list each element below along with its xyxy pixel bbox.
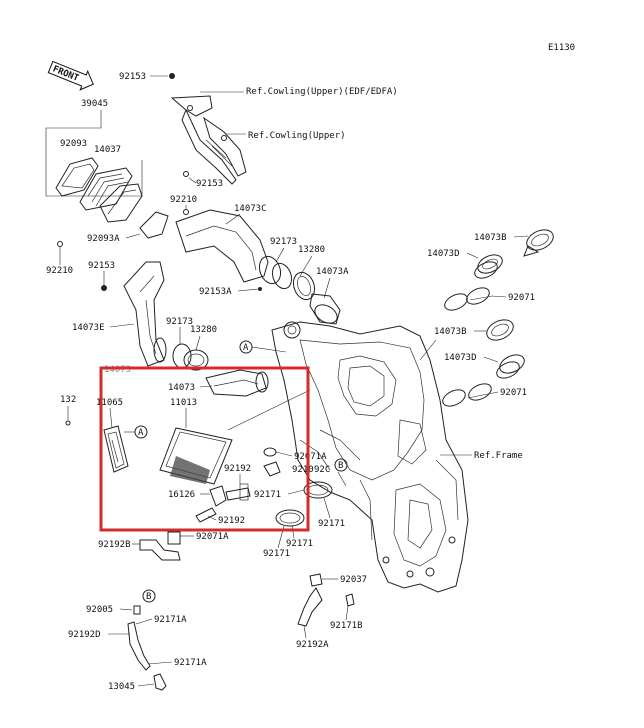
ref-cowling-upper-edf: Ref.Cowling(Upper)(EDF/EDFA) [246,87,398,97]
part-label: 92071 [508,293,535,303]
left-duct-14073e [123,261,209,371]
part-label: 92192 [224,464,251,474]
part-label: 92171 [254,490,281,500]
part-label-faded: 14073 [104,365,131,375]
upper-duct-14073c [175,209,341,325]
part-label: 92005 [86,605,113,615]
air-filter-11013 [159,427,233,485]
part-label: 14073E [72,323,105,333]
inlet-duct-14073 [205,369,269,397]
duct-inlet-92093a [99,183,169,239]
part-label: 92192 [218,516,245,526]
small-hose-92192d [127,605,167,691]
part-label: 92210 [46,266,73,276]
part-label: 92192D [68,630,101,640]
part-label: 92171 [263,549,290,559]
part-label: 14037 [94,145,121,155]
part-label: 92071 [500,388,527,398]
part-label: 92C [314,465,330,475]
filter-seal-11065 [103,425,129,473]
part-label: 13280 [298,245,325,255]
part-label: 14073A [316,267,349,277]
part-label: 14073D [444,353,477,363]
front-arrow-icon: FRONT [47,60,94,91]
part-label: 92071A [294,452,327,462]
ref-frame: Ref.Frame [474,451,523,461]
callout-b-right [334,458,348,472]
highlight-box [99,366,310,532]
duct-cover [55,157,133,211]
part-label: 11013 [170,398,197,408]
part-label: 92171A [154,615,187,625]
part-label: 92173 [270,237,297,247]
part-label: 92171 [318,519,345,529]
intake-rings-upper [444,229,554,311]
part-label: 92171 [286,539,313,549]
part-label: 92153A [199,287,232,297]
part-label: 92071A [196,532,229,542]
part-label: 14073B [474,233,507,243]
part-label: 92210 [170,195,197,205]
intake-rings-lower [442,319,525,407]
callout-b-right-label: B [338,461,343,471]
diagram-code: E1130 [548,43,575,53]
frame [271,321,469,593]
lower-hose-92192b [139,531,181,561]
callout-a-top-label: A [243,343,249,353]
callout-b-left-label: B [146,592,151,602]
part-label: 92171A [174,658,207,668]
part-label: 13280 [190,325,217,335]
part-label: 11065 [96,398,123,408]
ref-cowling-upper: Ref.Cowling(Upper) [248,131,346,141]
part-label: 14073D [427,249,460,259]
callout-b-left [142,589,156,603]
part-label: 13045 [108,682,135,692]
bracket-assembly [169,73,247,185]
callout-a-bottom-label: A [138,428,144,438]
part-label: 92153 [196,179,223,189]
part-label: 132 [60,395,76,405]
part-label: 16126 [168,490,195,500]
part-label: 92037 [340,575,367,585]
part-label: 92192A [296,640,329,650]
part-label: 92171B [330,621,363,631]
part-label: 14073B [434,327,467,337]
part-label: 92192B [98,540,131,550]
part-label: 92153 [88,261,115,271]
part-label: 92093A [87,234,120,244]
part-label: 9210 [292,465,314,475]
part-label: 14073 [168,383,195,393]
part-label: 14073C [234,204,267,214]
part-label: 92173 [166,317,193,327]
part-label: 92093 [60,139,87,149]
part-label: 92153 [119,72,146,82]
breather-16126 [195,483,251,523]
drain-hose-92192a [297,573,355,627]
part-label: 39045 [81,99,108,109]
